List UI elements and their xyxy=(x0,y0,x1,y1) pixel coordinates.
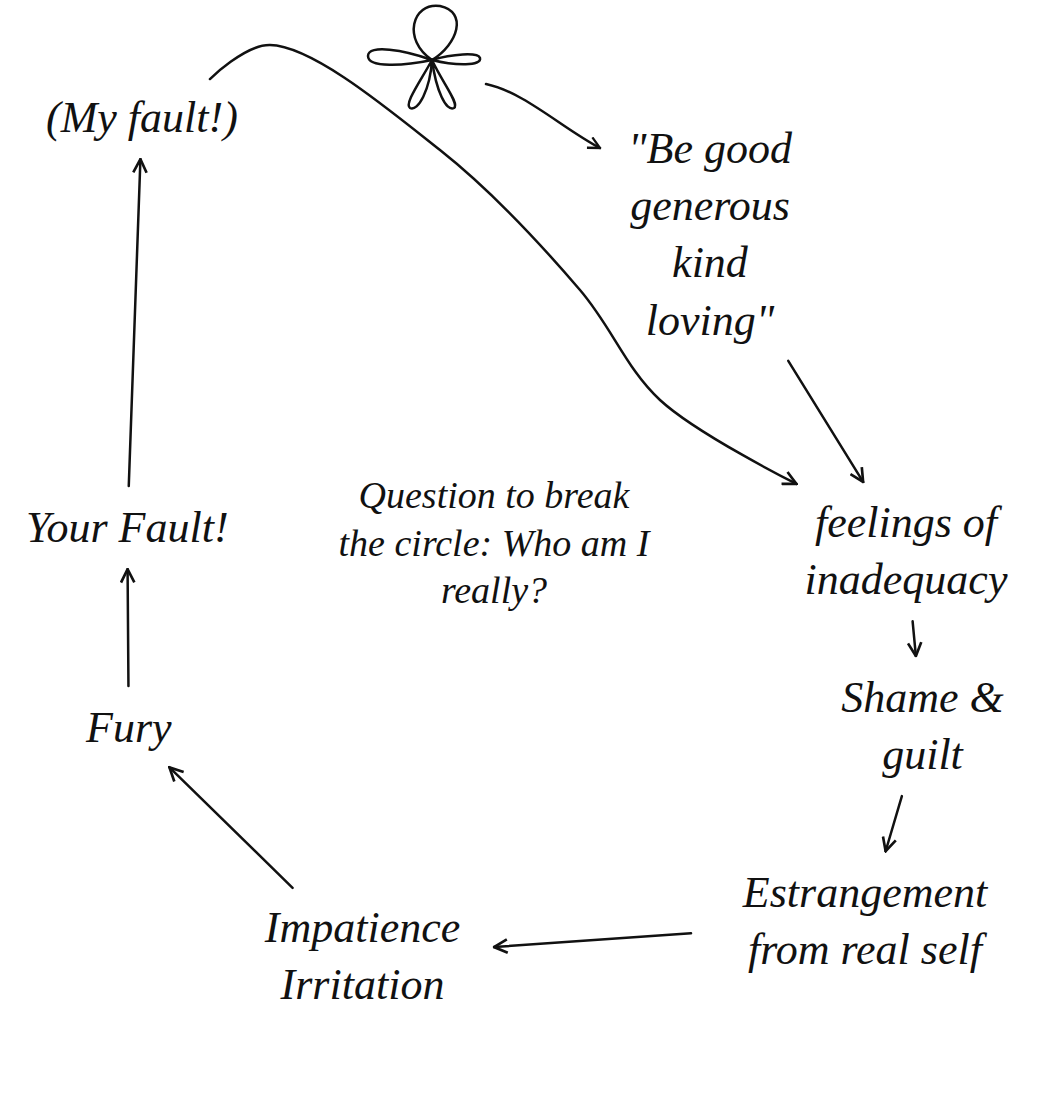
step-text: Impatience Irritation xyxy=(246,899,479,1013)
figure-head xyxy=(414,6,457,60)
cycle-step: Your Fault! xyxy=(20,495,235,560)
cycle-step: Fury xyxy=(80,695,178,760)
cycle-arrow xyxy=(913,621,916,656)
figure-left-arm xyxy=(368,49,432,64)
cycle-step: (My fault!) xyxy=(40,85,244,150)
step-text: Your Fault! xyxy=(26,499,229,556)
cycle-arrow xyxy=(169,767,292,887)
cycle-step: feelings of inadequacy xyxy=(775,490,1037,612)
cycle-step: "Be good generous kind loving" xyxy=(610,116,810,353)
cycle-step: Estrangement from real self xyxy=(700,860,1030,982)
figure-right-leg xyxy=(432,60,455,108)
stick-figure xyxy=(368,6,600,148)
step-text: feelings of inadequacy xyxy=(781,494,1031,608)
step-text: Shame & guilt xyxy=(836,669,1009,783)
cycle-arrow xyxy=(788,361,863,482)
cycle-arrow xyxy=(129,159,141,486)
step-text: Fury xyxy=(86,699,172,756)
note-text: Question to break the circle: Who am I r… xyxy=(330,470,658,617)
figure-left-leg xyxy=(409,60,432,108)
step-text: "Be good generous kind loving" xyxy=(616,120,804,349)
step-text: Estrangement from real self xyxy=(706,864,1024,978)
cycle-arrow xyxy=(886,796,902,851)
cycle-step: Impatience Irritation xyxy=(240,895,485,1017)
cycle-step: Shame & guilt xyxy=(830,665,1015,787)
cycle-arrow xyxy=(126,569,129,686)
figure-arrow xyxy=(486,84,600,148)
figure-right-arm xyxy=(432,54,480,64)
cycle-arrow xyxy=(494,933,691,947)
step-text: (My fault!) xyxy=(46,89,238,146)
